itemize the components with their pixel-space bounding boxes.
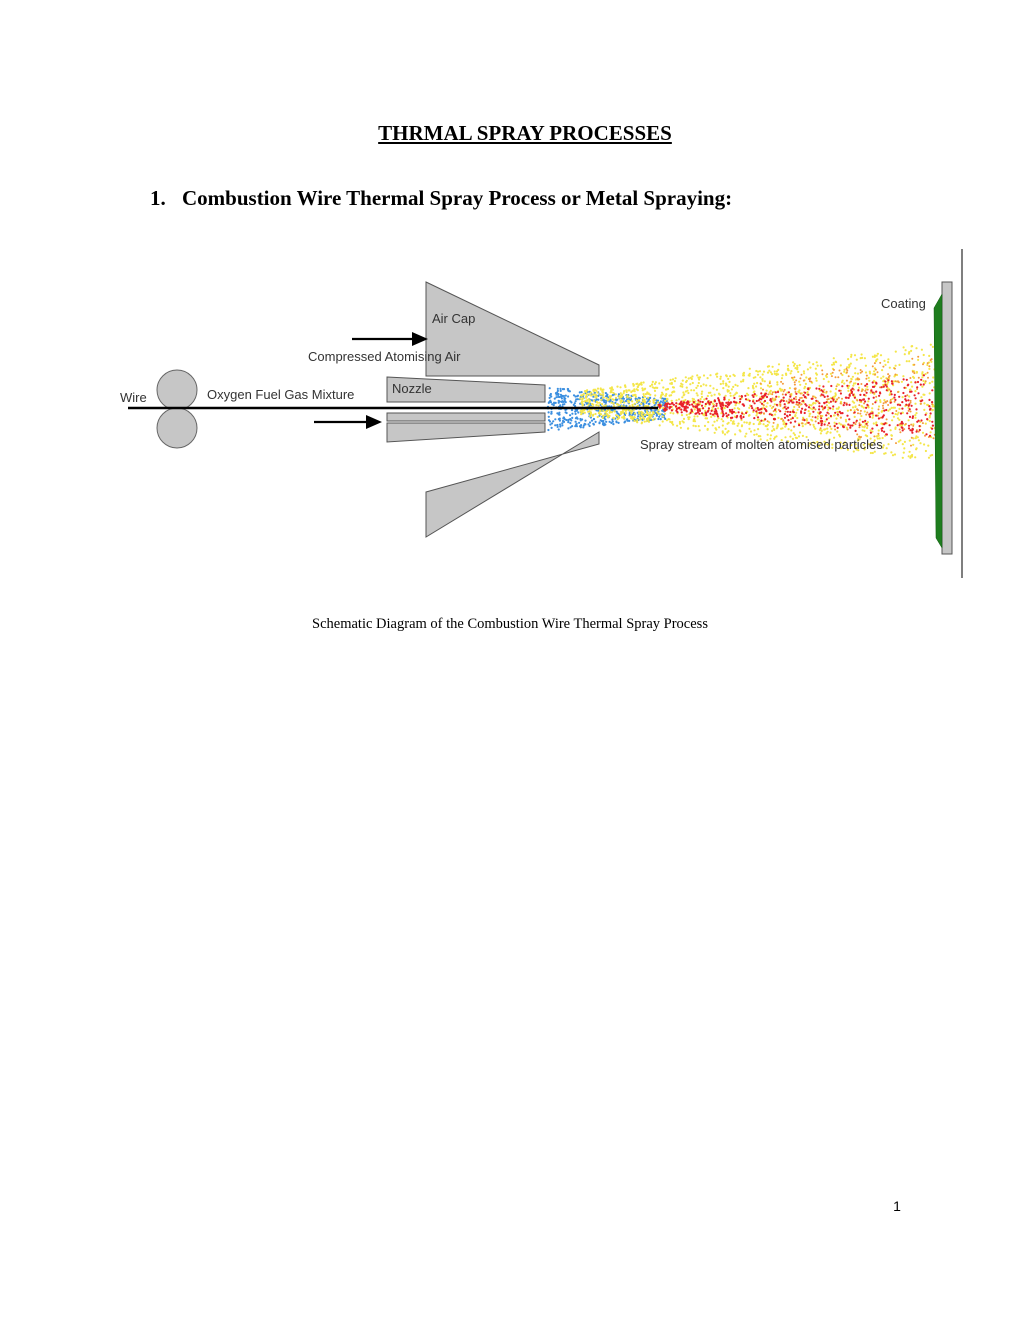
page-number: 1: [893, 1198, 901, 1214]
feed-roller-bottom: [156, 407, 198, 449]
feed-roller-top: [156, 369, 198, 411]
coating-layer: [933, 293, 943, 549]
label-coating: Coating: [881, 296, 926, 311]
page-title: THRMAL SPRAY PROCESSES: [378, 121, 672, 145]
label-spray-stream: Spray stream of molten atomised particle…: [640, 437, 883, 452]
spray-stream-particles: [546, 343, 936, 459]
section-number: 1.: [150, 186, 166, 210]
label-wire: Wire: [120, 390, 147, 405]
label-gas-mixture: Oxygen Fuel Gas Mixture: [207, 387, 354, 402]
gas-mixture-arrow: [314, 415, 382, 429]
process-schematic-figure: Air Cap Compressed Atomising Air Wire Ox…: [110, 246, 970, 582]
nozzle-middle: [386, 412, 546, 422]
air-cap-upper: [425, 281, 600, 377]
section-heading: 1. Combustion Wire Thermal Spray Process …: [150, 186, 732, 211]
compressed-air-arrow: [352, 332, 428, 346]
label-nozzle: Nozzle: [392, 381, 432, 396]
section-heading-text: Combustion Wire Thermal Spray Process or…: [182, 186, 733, 210]
label-compressed-air: Compressed Atomising Air: [308, 349, 461, 364]
air-cap-lower: [425, 431, 600, 538]
substrate-plate: [941, 281, 953, 555]
figure-caption: Schematic Diagram of the Combustion Wire…: [312, 616, 708, 632]
label-air-cap: Air Cap: [432, 311, 475, 326]
nozzle-upper: [386, 376, 546, 403]
nozzle-lower: [386, 422, 546, 443]
process-schematic-diagram: Air Cap Compressed Atomising Air Wire Ox…: [120, 249, 963, 578]
